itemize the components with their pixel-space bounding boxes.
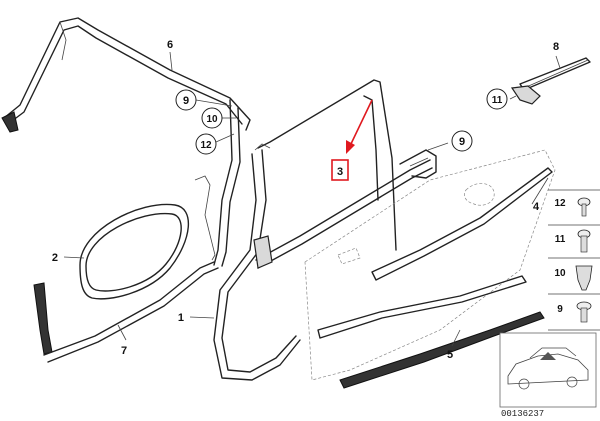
callout-9b-label: 9	[459, 136, 465, 148]
screw-icon	[577, 197, 591, 217]
legend-item-10[interactable]: 10	[554, 265, 593, 291]
part-9-belt-moulding[interactable]	[399, 149, 437, 179]
part-3-window-channel[interactable]	[253, 95, 433, 269]
callout-6-label: 6	[167, 39, 173, 51]
callout-1-label: 1	[178, 312, 184, 324]
callout-4[interactable]: 4	[533, 201, 540, 213]
legend-item-9[interactable]: 9	[557, 301, 592, 323]
callout-8[interactable]: 8	[553, 41, 559, 53]
callout-2[interactable]: 2	[52, 252, 58, 264]
part-6-frame-seal[interactable]	[1, 17, 251, 267]
callout-11-label: 11	[492, 95, 503, 106]
callout-12-label: 12	[200, 140, 212, 151]
callout-1[interactable]: 1	[178, 312, 184, 324]
legend-11-label: 11	[555, 234, 566, 245]
callout-3-label: 3	[337, 166, 343, 178]
legend-item-11[interactable]: 11	[555, 229, 591, 253]
callout-4-label: 4	[533, 201, 540, 213]
clip-icon	[575, 265, 593, 291]
callout-7[interactable]: 7	[121, 345, 127, 357]
callout-9a-label: 9	[183, 95, 189, 107]
callout-6[interactable]: 6	[167, 39, 173, 51]
callout-10[interactable]: 10	[201, 107, 223, 129]
leader-lines	[63, 51, 561, 347]
diagram-number: 00136237	[501, 409, 544, 419]
callout-2-label: 2	[52, 252, 58, 264]
car-thumbnail	[499, 332, 597, 408]
door-panel-outline	[304, 149, 556, 381]
callout-3[interactable]: 3	[337, 166, 343, 178]
callout-5-label: 5	[447, 349, 453, 361]
door-lower-strip[interactable]	[317, 275, 527, 339]
callout-12[interactable]: 12	[195, 133, 217, 155]
rivet-icon	[576, 301, 592, 323]
callout-7-label: 7	[121, 345, 127, 357]
part-7-sill-seal[interactable]	[33, 261, 219, 363]
part-2-loop-seal[interactable]	[79, 175, 216, 300]
bolt-icon	[577, 229, 591, 253]
callout-9a[interactable]: 9	[175, 89, 197, 111]
part-4-side-strip[interactable]	[371, 167, 553, 281]
part-5-lower-trim[interactable]	[339, 311, 545, 389]
fastener-legend: 12 11 10 9	[548, 189, 600, 331]
highlight-arrow	[331, 99, 373, 181]
legend-10-label: 10	[554, 268, 566, 279]
callout-9b[interactable]: 9	[451, 130, 473, 152]
legend-item-12[interactable]: 12	[554, 197, 591, 217]
callout-10-label: 10	[206, 114, 218, 125]
callout-8-label: 8	[553, 41, 559, 53]
callout-11[interactable]: 11	[486, 88, 508, 110]
legend-9-label: 9	[557, 304, 563, 315]
part-8-seal-strip[interactable]	[510, 57, 591, 105]
legend-12-label: 12	[554, 198, 566, 209]
callout-5[interactable]: 5	[447, 349, 453, 361]
part-1-door-seal[interactable]	[213, 79, 397, 381]
